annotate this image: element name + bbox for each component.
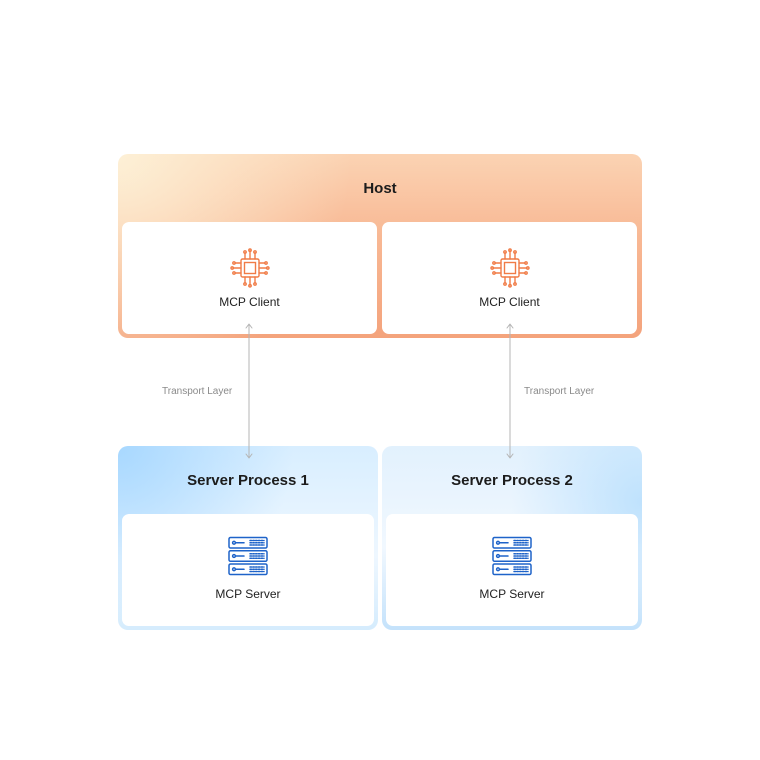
mcp-server-label-2: MCP Server <box>479 587 545 601</box>
transport-arrow-2 <box>506 323 514 459</box>
mcp-client-card-2: MCP Client <box>382 222 637 334</box>
chip-icon <box>229 248 270 288</box>
server-rack-icon <box>228 536 268 576</box>
mcp-client-label-2: MCP Client <box>479 295 540 309</box>
server-rack-icon <box>492 536 532 576</box>
host-title: Host <box>363 180 397 197</box>
mcp-client-card-1: MCP Client <box>122 222 377 334</box>
transport-layer-label-2: Transport Layer <box>524 386 595 397</box>
mcp-client-label-1: MCP Client <box>219 295 280 309</box>
transport-layer-label-1: Transport Layer <box>162 386 233 397</box>
server-process-group-1: Server Process 1 MCP Server <box>118 446 378 630</box>
mcp-server-card-2: MCP Server <box>386 514 638 626</box>
server-process-title-1: Server Process 1 <box>187 472 309 489</box>
transport-arrow-1 <box>245 323 253 459</box>
mcp-server-card-1: MCP Server <box>122 514 374 626</box>
mcp-server-label-1: MCP Server <box>215 587 281 601</box>
server-process-title-2: Server Process 2 <box>451 472 573 489</box>
server-process-group-2: Server Process 2 MCP Server <box>382 446 642 630</box>
chip-icon <box>489 248 530 288</box>
host-group: Host MCP Client <box>118 154 642 338</box>
